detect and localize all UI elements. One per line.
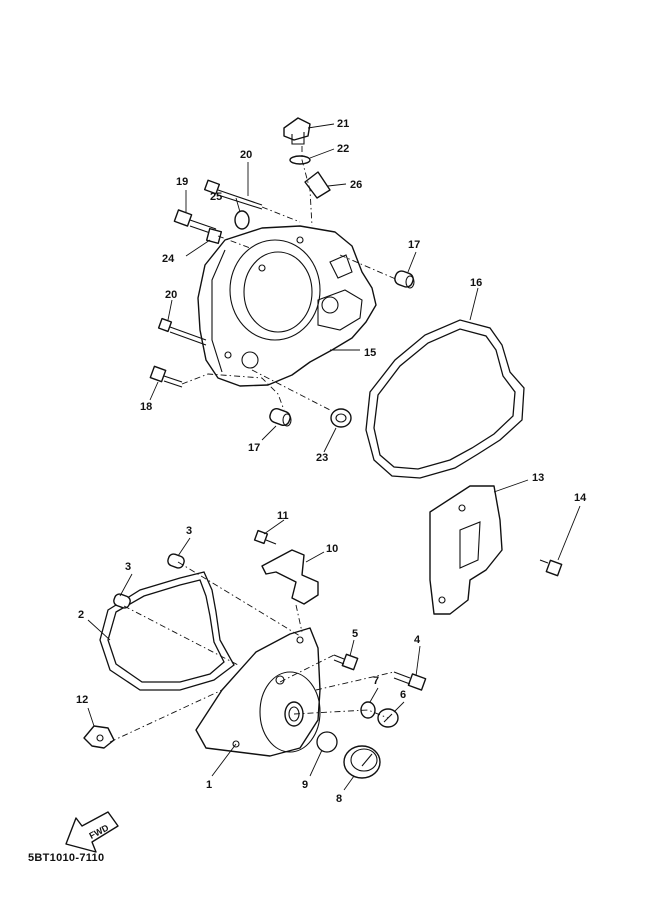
callout-2: 2: [78, 609, 84, 621]
callout-17-lower: 17: [248, 442, 260, 454]
assembly-line-lower-d: [279, 654, 335, 683]
callout-6: 6: [400, 689, 406, 701]
assembly-line-lower-e: [315, 671, 395, 691]
callout-4: 4: [414, 634, 421, 646]
callout-1: 1: [206, 779, 212, 791]
bolt-part-20-upper: [203, 179, 263, 210]
assembly-line-upper-e: [181, 373, 285, 411]
assembly-line-upper-c: [217, 235, 251, 249]
assembly-line-lower-b: [123, 605, 241, 667]
o-ring-part-9: [316, 731, 338, 753]
crankcase-cover-part-15: [197, 225, 377, 387]
callout-19: 19: [176, 176, 188, 188]
callout-9: 9: [302, 779, 308, 791]
bolt-part-20-lower: [157, 317, 207, 346]
assembly-line-upper-a: [301, 146, 313, 227]
generator-cover-part-1: [195, 627, 321, 757]
callout-18: 18: [140, 401, 152, 413]
o-ring-part-22: [289, 155, 311, 165]
assembly-line-lower-g: [295, 604, 303, 633]
callout-7: 7: [373, 675, 379, 687]
plug-part-8: [343, 745, 381, 779]
callout-20-lower: 20: [165, 289, 177, 301]
callout-17-upper: 17: [408, 239, 420, 251]
cable-guide-part-12: [83, 725, 115, 749]
sprocket-cover-part-13: [429, 485, 503, 615]
callout-26: 26: [350, 179, 362, 191]
collar-part-25: [234, 210, 250, 230]
assembly-line-upper-b: [261, 206, 301, 223]
gasket-part-16: [365, 319, 525, 479]
forward-arrow-icon: FWD: [65, 811, 119, 853]
dowel-pin-part-3-upper: [167, 553, 185, 569]
bolt-part-5: [333, 653, 359, 671]
callout-23: 23: [316, 452, 328, 464]
callout-3-lower: 3: [125, 561, 131, 573]
label-sticker-part-26: [304, 171, 331, 199]
callout-5: 5: [352, 628, 358, 640]
callout-11: 11: [277, 510, 289, 522]
clip-part-24: [205, 227, 223, 245]
seal-part-23: [330, 408, 352, 428]
callout-22: 22: [337, 143, 349, 155]
callout-16: 16: [470, 277, 482, 289]
callout-8: 8: [336, 793, 342, 805]
callout-24: 24: [162, 253, 175, 265]
bolt-part-14: [539, 559, 563, 577]
callout-21: 21: [337, 118, 349, 130]
leader-lines: [87, 123, 581, 791]
assembly-line-upper-f: [251, 369, 331, 411]
callout-25: 25: [210, 191, 222, 203]
bolt-part-4: [393, 671, 427, 691]
callout-20-upper: 20: [240, 149, 252, 161]
callout-13: 13: [532, 472, 544, 484]
assembly-line-upper-d: [339, 254, 399, 281]
callout-10: 10: [326, 543, 338, 555]
oil-filler-plug-part-21: [283, 117, 311, 145]
dowel-pin-part-17-upper: [394, 270, 415, 289]
callout-12: 12: [76, 694, 88, 706]
dowel-pin-part-17-lower: [269, 407, 292, 427]
assembly-line-lower-a: [177, 561, 301, 637]
callout-14: 14: [574, 492, 587, 504]
diagram-code: 5BT1010-7110: [28, 852, 105, 864]
bolt-part-18: [149, 365, 183, 388]
gasket-part-2: [99, 571, 235, 691]
callout-15: 15: [364, 347, 376, 359]
dowel-pin-part-3-lower: [113, 593, 131, 609]
bolt-part-19: [173, 209, 217, 236]
o-ring-part-7: [360, 701, 376, 719]
bracket-part-10: [261, 549, 319, 605]
callout-3-upper: 3: [186, 525, 192, 537]
